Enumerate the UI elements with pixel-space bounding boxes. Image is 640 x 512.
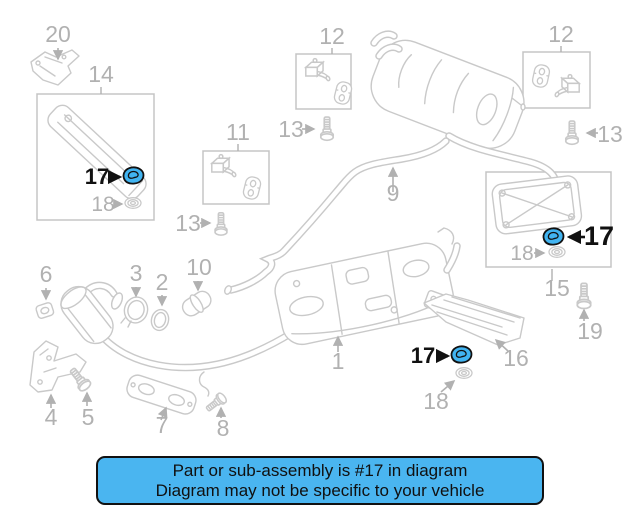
- part-label-9: 9: [387, 180, 400, 206]
- hanger-bracket-12-left: [305, 57, 332, 82]
- rubber-mount-12-right: [530, 63, 552, 89]
- part-label-10: 10: [186, 254, 212, 280]
- bolt-13-left-drawing: [214, 212, 228, 236]
- vehicle-note-banner: Part or sub-assembly is #17 in diagram D…: [96, 456, 544, 505]
- washer-18-bottom: [455, 367, 473, 379]
- part-label-8: 8: [217, 415, 230, 441]
- catalytic-converter-drawing: [60, 281, 124, 345]
- part-label-18-box15: 18: [510, 242, 533, 265]
- part-label-11: 11: [226, 119, 250, 145]
- part-label-13-top: 13: [278, 116, 304, 142]
- nut-6-drawing: [35, 302, 55, 319]
- part-label-20: 20: [45, 21, 71, 47]
- callout-arrows: [40, 46, 598, 421]
- part-label-18-box14: 18: [91, 193, 114, 216]
- front-pipe-drawing: [93, 326, 297, 372]
- hanger-bracket-12-right: [553, 73, 580, 98]
- part-label-6: 6: [40, 261, 53, 287]
- part-label-17-box15: 17: [584, 221, 614, 251]
- rear-muffler-drawing: [370, 30, 526, 149]
- pipe-9-drawing: [224, 137, 450, 295]
- gasket-7-drawing: [126, 374, 197, 415]
- banner-line-2: Diagram may not be specific to your vehi…: [155, 480, 485, 500]
- part-label-1: 1: [332, 348, 345, 374]
- part-label-3: 3: [130, 260, 143, 286]
- part-label-4: 4: [45, 404, 58, 430]
- bolt-13-top-drawing: [319, 116, 335, 142]
- banner-line-1: Part or sub-assembly is #17 in diagram: [172, 460, 468, 480]
- part-label-5: 5: [82, 404, 95, 430]
- highlighted-clip-17-box14: [122, 166, 145, 185]
- rubber-mount-11: [241, 174, 263, 202]
- bolt-8-drawing: [203, 390, 229, 415]
- bolt-19-drawing: [576, 282, 592, 310]
- part-label-19: 19: [577, 318, 603, 344]
- connector-10-drawing: [181, 290, 212, 317]
- part-14-box: [36, 93, 155, 221]
- highlight-arrows: [107, 169, 585, 364]
- part-label-14: 14: [88, 61, 114, 87]
- bracket-4-drawing: [29, 340, 87, 393]
- clamp-3-drawing: [120, 296, 149, 328]
- part-11-box: [202, 150, 270, 205]
- part-12-left-box: [295, 53, 352, 110]
- part-label-16: 16: [503, 345, 529, 371]
- part-label-7: 7: [156, 412, 169, 438]
- rubber-mount-12-left: [332, 79, 354, 107]
- part-label-15: 15: [544, 275, 570, 301]
- part-label-13-left: 13: [175, 210, 201, 236]
- part-labels: 20 14 12 13 11 13 12 13 9 17 18 17 18 15…: [40, 21, 623, 441]
- part-label-17-bottom: 17: [411, 343, 435, 368]
- part-label-12-left: 12: [319, 23, 345, 49]
- hanger-bracket-11: [211, 153, 238, 178]
- part-20-bracket-drawing: [30, 49, 80, 86]
- part-label-18-bottom: 18: [423, 388, 449, 414]
- highlighted-clip-17-bottom: [450, 345, 473, 364]
- part-label-13-right: 13: [597, 121, 623, 147]
- part-label-2: 2: [156, 269, 169, 295]
- washer-18-box14: [124, 197, 142, 209]
- center-muffler-drawing: [274, 227, 461, 346]
- gasket-2-drawing: [150, 308, 170, 332]
- washer-18-box15: [548, 246, 566, 258]
- hanger-rod-drawing: [198, 371, 210, 397]
- bolt-13-right-drawing: [564, 120, 580, 146]
- heat-shield-16-drawing: [423, 290, 525, 346]
- highlighted-clip-17-box15: [542, 227, 565, 246]
- part-label-12-right: 12: [548, 21, 574, 47]
- part-label-17-box14: 17: [85, 164, 109, 189]
- part-12-right-box: [522, 51, 591, 109]
- shield-plate-15-drawing: [491, 175, 583, 235]
